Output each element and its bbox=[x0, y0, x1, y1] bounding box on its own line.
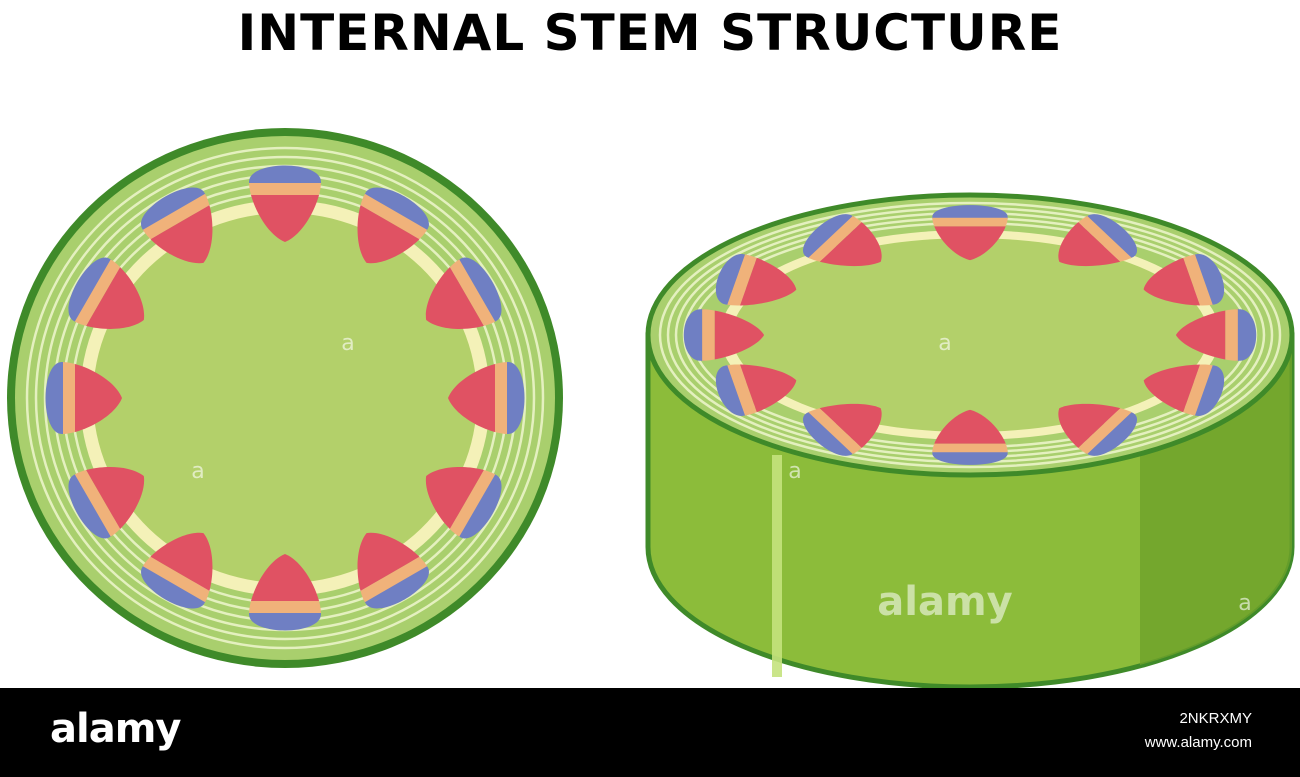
page-title: INTERNAL STEM STRUCTURE bbox=[237, 4, 1063, 62]
watermark-logo: alamy bbox=[877, 579, 1012, 625]
cambium bbox=[726, 360, 759, 419]
cambium bbox=[1181, 251, 1214, 310]
cambium bbox=[139, 191, 215, 243]
pith bbox=[93, 213, 477, 583]
stem-3d-section-view bbox=[645, 192, 1295, 688]
phloem bbox=[249, 165, 321, 185]
cambium bbox=[1181, 360, 1214, 419]
phloem bbox=[45, 362, 65, 434]
cambium bbox=[72, 255, 124, 332]
cambium bbox=[72, 464, 124, 541]
phloem bbox=[249, 611, 321, 631]
cambium bbox=[702, 309, 715, 361]
phloem bbox=[932, 450, 1008, 465]
cambium bbox=[355, 553, 431, 605]
cambium bbox=[1225, 309, 1238, 361]
cambium bbox=[932, 217, 1008, 227]
cambium bbox=[249, 601, 321, 613]
watermark-mark: a bbox=[191, 459, 204, 484]
phloem bbox=[932, 205, 1008, 220]
phloem bbox=[505, 362, 525, 434]
side-shadow bbox=[1140, 335, 1292, 665]
footer-logo: alamy bbox=[50, 706, 181, 752]
cambium bbox=[932, 443, 1008, 453]
footer-bar: alamy 2NKRXMY www.alamy.com bbox=[0, 688, 1300, 777]
cortex-ring bbox=[34, 155, 536, 641]
cambium bbox=[446, 255, 498, 332]
watermark-mark: a bbox=[1238, 591, 1251, 616]
stem-diagram: alamy a a a a a bbox=[7, 128, 1295, 688]
cambium bbox=[1074, 213, 1135, 266]
footer-url: www.alamy.com bbox=[1144, 734, 1252, 751]
cambium bbox=[446, 464, 498, 541]
cambium bbox=[63, 362, 75, 434]
cambium bbox=[726, 251, 759, 310]
cortex-ring bbox=[658, 201, 1282, 469]
cambium bbox=[249, 183, 321, 195]
phloem bbox=[683, 309, 705, 361]
cambium bbox=[1074, 404, 1135, 457]
cortex-ring bbox=[25, 146, 545, 650]
phloem bbox=[1235, 309, 1257, 361]
cambium bbox=[495, 362, 507, 434]
side-highlight bbox=[772, 455, 782, 677]
pith bbox=[732, 238, 1208, 432]
cambium bbox=[805, 404, 866, 457]
cambium bbox=[805, 213, 866, 266]
stem-cross-section-top-view bbox=[7, 128, 563, 668]
cambium bbox=[139, 553, 215, 605]
watermark-mark: a bbox=[788, 459, 801, 484]
watermark-mark: a bbox=[341, 331, 354, 356]
cambium bbox=[355, 191, 431, 243]
watermark-mark: a bbox=[938, 331, 951, 356]
footer-image-id: 2NKRXMY bbox=[1179, 710, 1252, 727]
